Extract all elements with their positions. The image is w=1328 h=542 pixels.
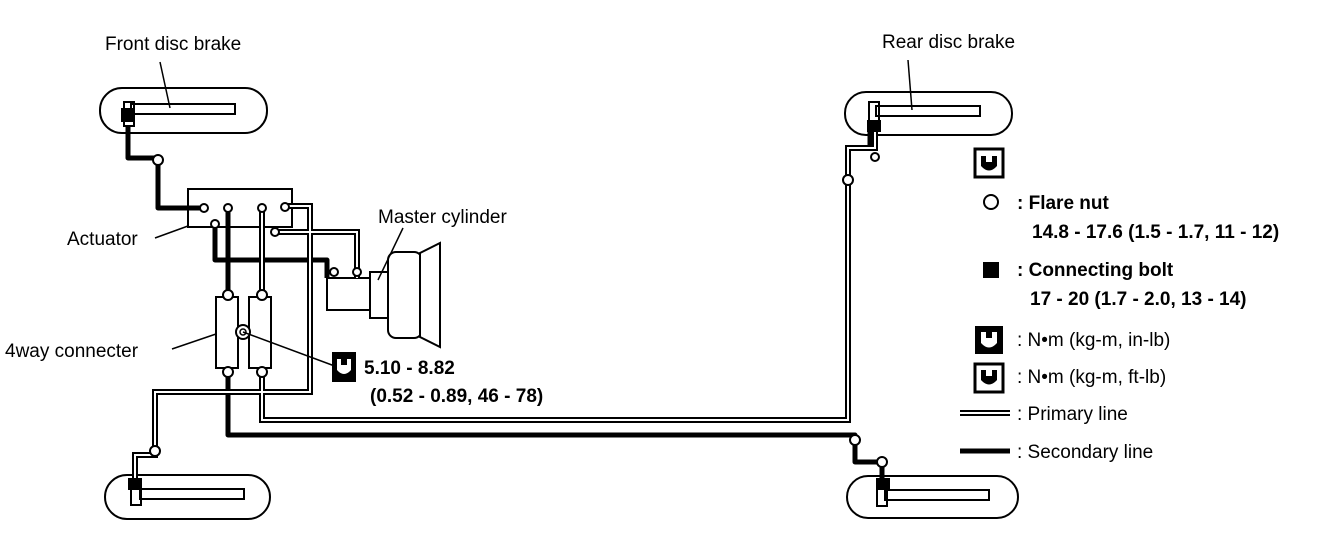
rear-disc-brake-label: Rear disc brake <box>882 32 1015 53</box>
wrench-in-lb-legend-icon <box>975 326 1003 354</box>
rear-left-disc-brake <box>844 91 1013 136</box>
four-way-connector-right <box>248 296 272 369</box>
front-right-connecting-bolt <box>128 478 142 490</box>
wrench-icon <box>332 352 356 382</box>
connecting-bolt-legend-icon <box>983 262 999 278</box>
secondary-lines <box>125 126 885 478</box>
four-way-connector-left <box>215 296 239 369</box>
primary-lines <box>132 132 878 478</box>
front-right-disc-brake <box>104 474 271 520</box>
master-cylinder-unit <box>326 241 441 349</box>
flare-nut-legend-spec: 14.8 - 17.6 (1.5 - 1.7, 11 - 12) <box>1032 222 1279 243</box>
wrench-ft-lb-legend-icon <box>973 362 1005 394</box>
unit-in-lb-legend-label: : N•m (kg-m, in-lb) <box>1017 330 1170 351</box>
connecting-bolt-legend-spec: 17 - 20 (1.7 - 2.0, 13 - 14) <box>1030 289 1247 310</box>
unit-ft-lb-legend-label: : N•m (kg-m, ft-lb) <box>1017 367 1166 388</box>
leader-lines <box>154 59 913 369</box>
connecting-bolt-legend-label: : Connecting bolt <box>1017 260 1174 281</box>
actuator-label: Actuator <box>67 229 138 250</box>
flare-nut-legend-label: : Flare nut <box>1017 193 1110 214</box>
four-way-connector-label: 4way connecter <box>5 341 139 362</box>
master-cylinder-label: Master cylinder <box>378 207 507 228</box>
rear-right-disc-brake <box>846 475 1019 519</box>
primary-line-legend-label: : Primary line <box>1017 404 1128 425</box>
flare-nut-legend-icon <box>983 194 999 210</box>
torque-spec-alt: (0.52 - 0.89, 46 - 78) <box>370 386 543 407</box>
wrench-ft-lb-icon <box>973 147 1005 179</box>
torque-spec-value: 5.10 - 8.82 <box>364 358 455 379</box>
rear-right-connecting-bolt <box>876 478 890 490</box>
front-disc-brake-label: Front disc brake <box>105 34 241 55</box>
secondary-line-legend-label: : Secondary line <box>1017 442 1153 463</box>
front-left-connecting-bolt <box>121 108 133 122</box>
flare-nuts <box>149 152 888 468</box>
rear-left-connecting-bolt <box>867 120 881 132</box>
